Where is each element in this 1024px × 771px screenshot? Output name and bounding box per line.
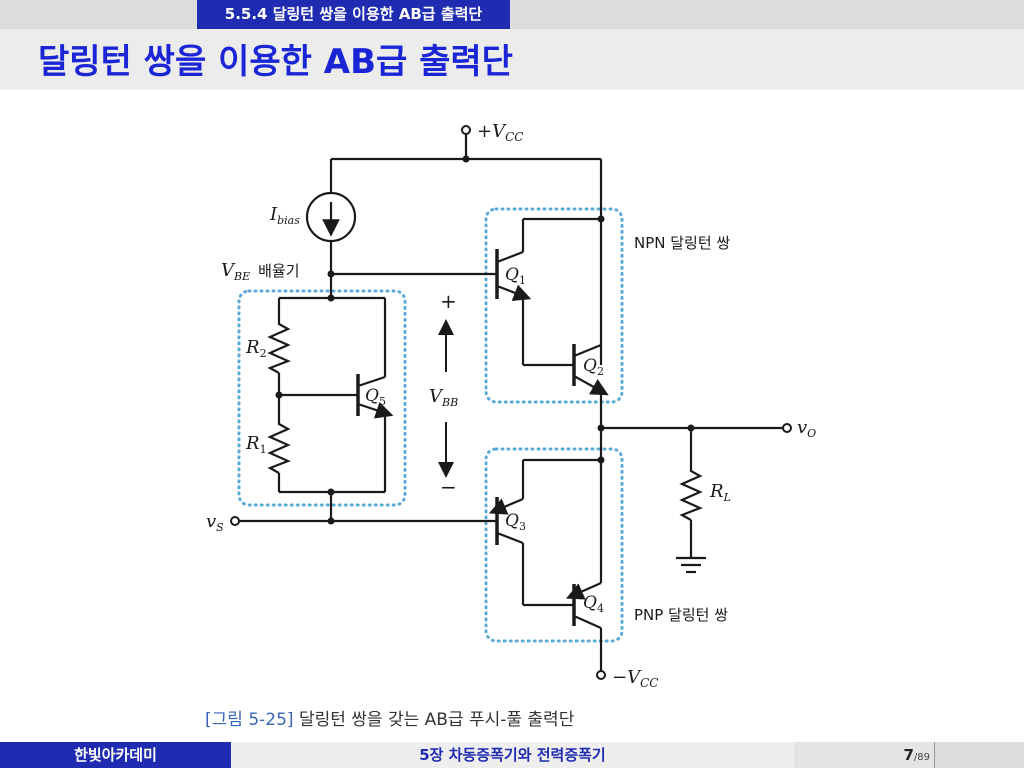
vs-label: vS bbox=[206, 511, 224, 534]
footer-divider bbox=[934, 742, 935, 768]
vcc-pos-label: +VCC bbox=[477, 121, 523, 144]
rl-label: RL bbox=[709, 481, 731, 504]
r1-resistor bbox=[267, 419, 291, 474]
vbb-plus: + bbox=[440, 289, 457, 313]
q5-label: Q5 bbox=[365, 386, 386, 408]
footer-publisher: 한빛아카데미 bbox=[0, 742, 231, 768]
npn-darlington-box bbox=[484, 207, 624, 404]
page-current: 7 bbox=[903, 746, 914, 764]
vbe-multiplier-box bbox=[237, 289, 407, 507]
footer-chapter: 5장 차동증폭기와 전력증폭기 bbox=[231, 742, 794, 768]
vo-terminal bbox=[782, 423, 792, 433]
junction-dots bbox=[275, 155, 695, 525]
page-number: 7/89 bbox=[794, 742, 934, 768]
vs-terminal bbox=[230, 516, 240, 526]
r2-resistor bbox=[267, 319, 291, 374]
vbb-label: VBB bbox=[429, 386, 458, 409]
transistor-bases bbox=[356, 249, 576, 626]
ibias-label: Ibias bbox=[269, 204, 300, 227]
wires bbox=[239, 134, 783, 671]
transistor-legs bbox=[357, 250, 609, 630]
rl-resistor bbox=[679, 466, 703, 521]
vcc-neg-terminal bbox=[596, 670, 606, 680]
dotted-boxes bbox=[237, 207, 624, 643]
vbb-minus: − bbox=[440, 475, 457, 499]
vcc-neg-label: −VCC bbox=[612, 667, 658, 690]
npn-darlington-label: NPN 달링턴 쌍 bbox=[634, 234, 730, 252]
figure-caption: [그림 5-25] 달링턴 쌍을 갖는 AB급 푸시-풀 출력단 bbox=[205, 705, 574, 730]
vcc-pos-terminal bbox=[461, 125, 471, 135]
figure-caption-text: 달링턴 쌍을 갖는 AB급 푸시-풀 출력단 bbox=[298, 710, 575, 730]
title-band bbox=[0, 29, 1024, 90]
q2-label: Q2 bbox=[583, 356, 604, 378]
page-total: /89 bbox=[913, 752, 930, 763]
slide-title: 달링턴 쌍을 이용한 AB급 출력단 bbox=[38, 42, 513, 82]
pnp-darlington-label: PNP 달링턴 쌍 bbox=[634, 606, 728, 624]
section-label: 5.5.4 달링턴 쌍을 이용한 AB급 출력단 bbox=[197, 0, 510, 29]
q1-label: Q1 bbox=[505, 265, 526, 287]
terminals bbox=[230, 125, 792, 680]
r1-label: R1 bbox=[245, 433, 267, 456]
figure-number: [그림 5-25] bbox=[205, 710, 294, 730]
q3-label: Q3 bbox=[505, 511, 526, 533]
section-bar bbox=[0, 0, 1024, 29]
vo-label: vO bbox=[797, 417, 816, 440]
pnp-darlington-box bbox=[484, 447, 624, 643]
r2-label: R2 bbox=[245, 337, 267, 360]
ibias-current-source bbox=[305, 191, 357, 243]
q4-label: Q4 bbox=[583, 593, 604, 615]
